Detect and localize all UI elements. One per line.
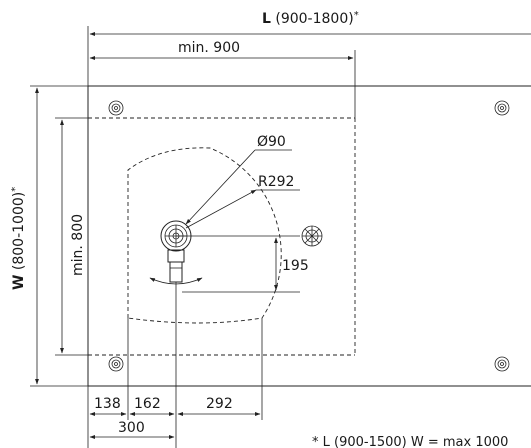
fixing-screw-icon bbox=[108, 100, 124, 116]
fixing-screw-icon bbox=[494, 356, 510, 372]
dim-162: 162 bbox=[129, 396, 175, 416]
min-width-label: min. 800 bbox=[70, 214, 86, 276]
dim-width: W (800-1000)* bbox=[10, 85, 88, 387]
fixing-screw-icon bbox=[494, 100, 510, 116]
dim-diameter: Ø90 bbox=[185, 134, 292, 225]
svg-text:138: 138 bbox=[94, 396, 121, 412]
radius-label: R292 bbox=[258, 174, 294, 190]
footnote: * L (900-1500) W = max 1000 bbox=[312, 435, 508, 448]
swing-area bbox=[127, 147, 282, 324]
dim-radius: R292 bbox=[185, 174, 300, 229]
dim-138: 138 bbox=[89, 396, 127, 416]
nozzle-icon bbox=[167, 249, 185, 283]
offset-label: 195 bbox=[282, 258, 309, 274]
fixing-screw-icon bbox=[108, 356, 124, 372]
outer-panel bbox=[87, 85, 531, 387]
min-length-label: min. 900 bbox=[178, 40, 240, 56]
rotor-fan-icon bbox=[301, 225, 323, 247]
dim-292: 292 bbox=[177, 396, 261, 416]
dim-length: L (900-1800)* bbox=[87, 10, 531, 86]
diameter-label: Ø90 bbox=[257, 134, 286, 150]
dim-min-length: min. 900 bbox=[89, 40, 356, 118]
svg-text:162: 162 bbox=[134, 396, 161, 412]
dim-offset: 195 bbox=[176, 235, 309, 293]
svg-text:292: 292 bbox=[206, 396, 233, 412]
min-area-dashed bbox=[88, 117, 356, 356]
dim-min-width: min. 800 bbox=[55, 117, 88, 356]
length-label: L (900-1800)* bbox=[262, 10, 359, 27]
svg-text:300: 300 bbox=[118, 420, 145, 436]
dim-300: 300 bbox=[89, 420, 175, 439]
width-label: W (800-1000)* bbox=[10, 187, 27, 290]
